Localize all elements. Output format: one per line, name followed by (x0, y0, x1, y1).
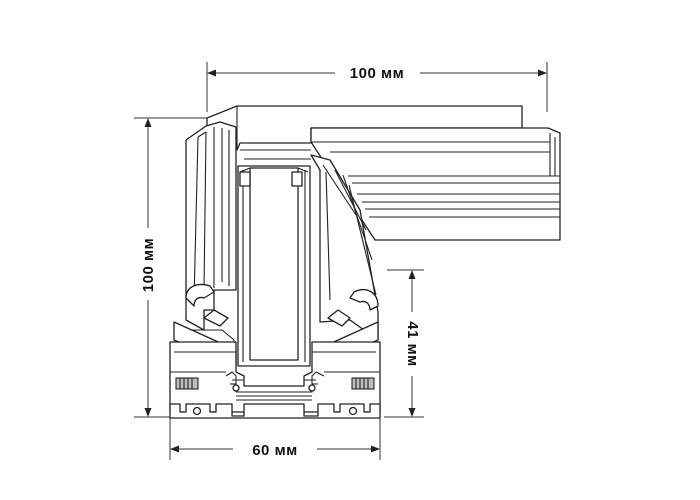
left-grip (175, 377, 199, 390)
vertical-track-body (169, 121, 381, 419)
arrow-head-icon (408, 408, 416, 417)
arrow-head-icon (144, 408, 152, 417)
arrow-head-icon (170, 445, 179, 453)
arrow-head-icon (538, 69, 547, 77)
arrow-head-icon (144, 118, 152, 127)
bottom-dimension-label: 60 мм (252, 442, 298, 459)
left-dimension-label: 100 мм (140, 238, 157, 292)
right-dimension-label: 41 мм (404, 321, 421, 367)
right-dimension: 41 мм (384, 269, 424, 418)
bottom-dimension: 60 мм (169, 418, 381, 460)
arrow-head-icon (408, 270, 416, 279)
right-track-arm (310, 127, 561, 241)
top-dimension: 100 мм (206, 62, 548, 112)
top-dimension-label: 100 мм (350, 65, 404, 82)
right-grip (351, 377, 375, 390)
arrow-head-icon (207, 69, 216, 77)
arrow-head-icon (371, 445, 380, 453)
left-dimension: 100 мм (134, 117, 214, 418)
